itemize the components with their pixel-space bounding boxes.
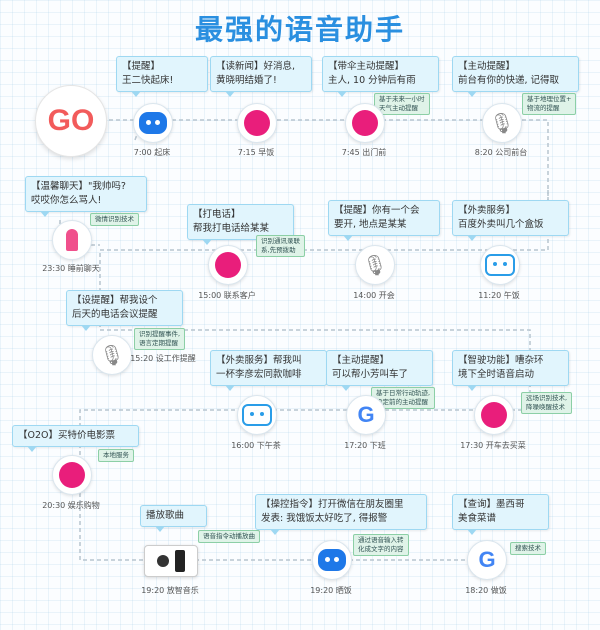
- caption-breakfast: 7:15 早饭: [237, 148, 275, 157]
- caption-lunch: 11:20 午饭: [478, 291, 520, 300]
- note-speech-to-text: 通过语音输入转 化成文字的内容: [353, 534, 409, 556]
- voice-wave-icon: [237, 103, 277, 143]
- caption-contact-client: 15:00 联系客户: [198, 291, 256, 300]
- note-location: 基于地理位置+ 物流的提醒: [522, 93, 577, 115]
- speaker-icon: [144, 545, 198, 577]
- bubble-news: 【读新闻】好消息, 黄晓明结婚了!: [210, 56, 312, 97]
- caption-drive-shopping: 17:30 开车去买菜: [460, 441, 526, 450]
- caption-afternoon-tea: 16:00 下午茶: [231, 441, 281, 450]
- bubble-music: 播放歌曲: [140, 505, 207, 532]
- robot-icon: [133, 103, 173, 143]
- robot-icon: [312, 540, 352, 580]
- caption-bedtime: 23:30 睡前聊天: [42, 264, 100, 273]
- note-reminder: 识别提醒事件, 语言定期提醒: [134, 328, 186, 350]
- bubble-takeout: 【外卖服务】 百度外卖叫几个盒饭: [452, 200, 569, 241]
- voice-wave-icon: [345, 103, 385, 143]
- voice-wave-icon: [474, 395, 514, 435]
- caption-share-meal: 19:20 晒饭: [310, 586, 352, 595]
- caption-work-reminder: 15:20 设工作提醒: [130, 354, 196, 363]
- note-contacts: 识别通讯录联 系,先预拨助: [256, 235, 305, 257]
- bubble-coffee: 【外卖服务】帮我叫 一杯李彦宏同款咖啡: [210, 350, 327, 391]
- bubble-wakeup: 【提醒】 王二快起床!: [116, 56, 208, 97]
- bubble-umbrella: 【带伞主动提醒】 主人, 10 分钟后有雨: [322, 56, 439, 97]
- bubble-o2o: 【O2O】买特价电影票: [12, 425, 139, 452]
- bubble-parcel: 【主动提醒】 前台有你的快递, 记得取: [452, 56, 579, 97]
- bubble-set-reminder: 【设提醒】帮我设个 后天的电话会议提醒: [66, 290, 183, 331]
- microphone-icon: 🎙: [482, 103, 522, 143]
- bubble-recipe: 【查询】墨西哥 美食菜谱: [452, 494, 549, 535]
- go-logo-text: GO: [47, 104, 95, 137]
- caption-meeting: 14:00 开会: [353, 291, 395, 300]
- google-icon: G: [346, 395, 386, 435]
- caption-cooking: 18:20 做饭: [465, 586, 507, 595]
- note-music: 语音指令动播放曲: [198, 530, 260, 543]
- google-icon: G: [467, 540, 507, 580]
- bubble-chat: 【温馨聊天】"我帅吗? 哎哎你怎么骂人!: [25, 176, 147, 217]
- caption-leave-home: 7:45 出门前: [341, 148, 387, 157]
- caption-wakeup: 7:00 起床: [133, 148, 171, 157]
- caption-off-work: 17:20 下班: [344, 441, 386, 450]
- caption-entertainment: 20:30 娱乐购物: [42, 501, 100, 510]
- robot-box-icon: [237, 395, 277, 435]
- bubble-call: 【打电话】 帮我打电话给某某: [187, 204, 294, 245]
- caption-front-desk: 8:20 公司前台: [474, 148, 528, 157]
- voice-wave-icon: [208, 245, 248, 285]
- bubble-wechat: 【操控指令】打开微信在朋友圈里 发表: 我饿饭太好吃了, 得报警: [255, 494, 427, 535]
- bubble-drive: 【智驶功能】嘈杂环 境下全时语音启动: [452, 350, 569, 391]
- go-logo: GO: [35, 85, 107, 157]
- note-search: 搜索技术: [510, 542, 546, 555]
- microphone-icon: 🎙: [92, 335, 132, 375]
- robot-box-icon: [480, 245, 520, 285]
- note-far-field: 远场识别技术, 降噪唤醒技术: [521, 392, 573, 414]
- voice-wave-icon: [52, 455, 92, 495]
- note-emotion: 微情识别技术: [90, 213, 139, 226]
- popsicle-icon: [52, 220, 92, 260]
- page-title: 最强的语音助手: [194, 13, 405, 46]
- note-local-service: 本地服务: [98, 449, 134, 462]
- bubble-ride: 【主动提醒】 可以帮小芳叫车了: [326, 350, 433, 391]
- bubble-meeting: 【提醒】你有一个会 要开, 地点是某某: [328, 200, 440, 241]
- microphone-icon: 🎙: [355, 245, 395, 285]
- note-weather: 基于未来一小时 天气主动提醒: [374, 93, 430, 115]
- caption-music: 19:20 放智音乐: [141, 586, 199, 595]
